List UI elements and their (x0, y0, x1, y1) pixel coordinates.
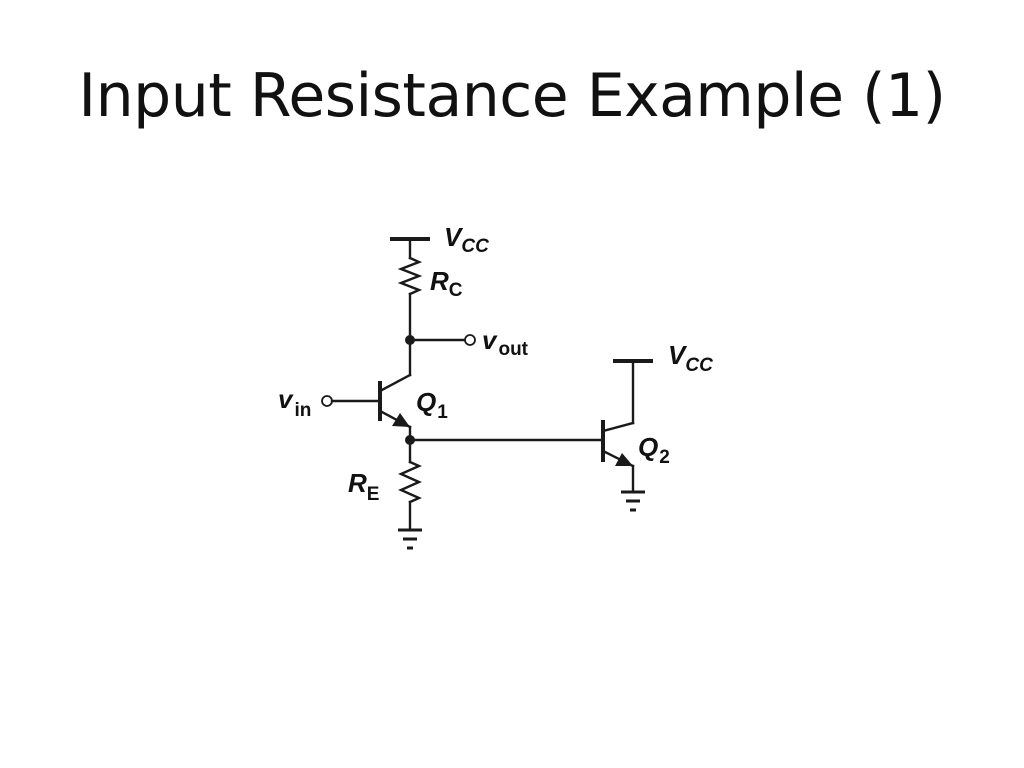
slide-title: Input Resistance Example (1) (78, 61, 946, 131)
q1-label: Q1 (416, 387, 448, 423)
resistor-re (398, 460, 422, 504)
q2-emitter-arrow (615, 453, 633, 466)
resistor-rc (397, 256, 423, 296)
re-label: RE (348, 468, 379, 505)
ground-symbol-1 (398, 528, 422, 550)
vcc2-label: VCC (668, 340, 713, 376)
vcc1-label: VCC (444, 222, 489, 257)
q1-collector-lead (378, 373, 412, 393)
vout-terminal[interactable] (464, 334, 476, 346)
rc-label: RC (430, 266, 463, 301)
q2-label: Q2 (638, 432, 670, 468)
q1-emitter-arrow (392, 413, 410, 427)
q2-collector-lead (601, 421, 635, 433)
ground-symbol-2 (621, 490, 645, 512)
vin-terminal[interactable] (321, 395, 333, 407)
